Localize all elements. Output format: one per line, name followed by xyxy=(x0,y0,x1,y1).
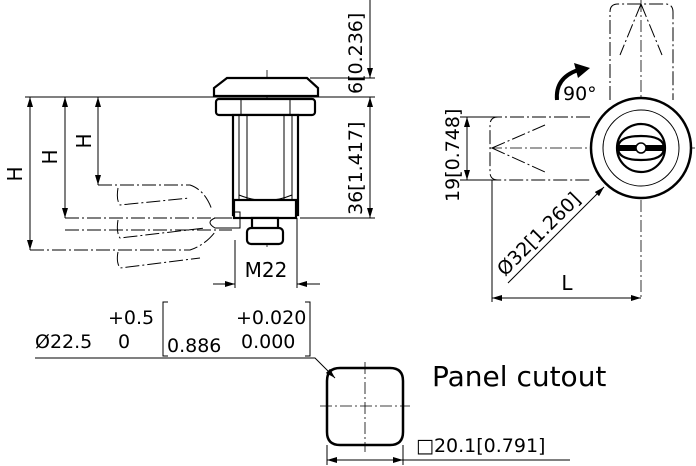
lower-tolerance-in: 0.000 xyxy=(241,331,295,353)
handle-width-dim: 19[0.748] xyxy=(442,109,464,202)
lower-tolerance-mm: 0 xyxy=(118,331,130,353)
cutout-diameter: Ø22.5 xyxy=(35,331,92,353)
cutout-tolerance: Ø22.5 +0.5 0 0.886 +0.020 0.000 xyxy=(35,301,336,379)
front-view: 90° 19[0.748] Ø32[1.260] L xyxy=(442,0,695,302)
inch-nominal: 0.886 xyxy=(167,335,221,357)
rotation-arrow-icon xyxy=(554,68,579,101)
cutout-size-dim: □20.1[0.791] xyxy=(416,435,545,457)
body-length-dim: 36[1.417] xyxy=(345,122,367,215)
upper-tolerance-mm: +0.5 xyxy=(108,307,154,329)
handle-horizontal-phantom xyxy=(489,116,590,181)
thread-size: M22 xyxy=(245,258,288,282)
bottom-nut xyxy=(245,226,285,246)
handle-vertical-phantom xyxy=(609,3,674,100)
panel-cutout: Panel cutout □20.1[0.791] xyxy=(320,360,606,465)
upper-tolerance-in: +0.020 xyxy=(236,307,306,329)
rotation-angle: 90° xyxy=(563,83,597,105)
face-diameter-dim: Ø32[1.260] xyxy=(493,188,585,280)
panel-cutout-title: Panel cutout xyxy=(432,360,606,393)
hex-nut xyxy=(214,97,317,117)
cutout-shape xyxy=(325,366,405,447)
h-label-outer: H xyxy=(3,166,27,181)
lock-body xyxy=(231,113,300,217)
cam-positions xyxy=(30,184,232,269)
cap-height-dim: 6[0.236] xyxy=(345,13,367,94)
lock-cap xyxy=(212,76,320,98)
h-label-inner: H xyxy=(72,133,96,148)
length-label: L xyxy=(561,271,573,295)
side-view: H H H 6[0.236] 36[1.417] M22 xyxy=(3,0,375,288)
h-label-middle: H xyxy=(38,149,62,164)
